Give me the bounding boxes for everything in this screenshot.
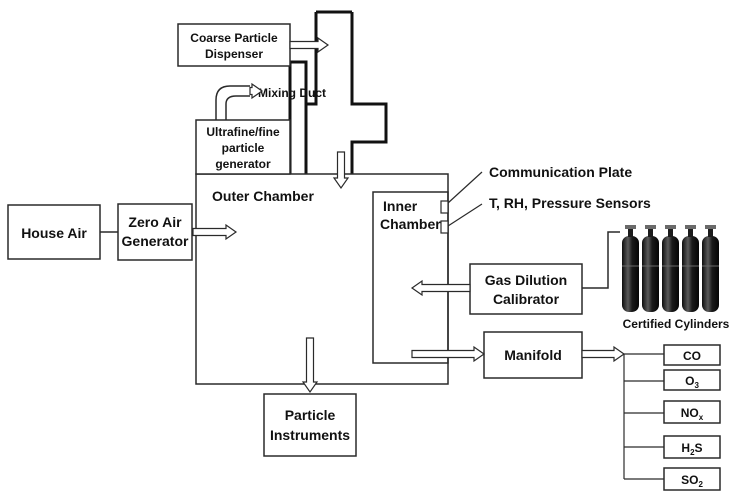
particle-instruments-box bbox=[263, 393, 357, 457]
zero-air-label-2: Generator bbox=[122, 233, 189, 249]
communication-plate-port bbox=[440, 200, 449, 214]
duct-to-chamber-arrow bbox=[332, 151, 350, 190]
gas-o3-label: O3 bbox=[685, 374, 699, 390]
gas-cylinder-icon bbox=[682, 225, 699, 312]
coarse-to-duct-arrow bbox=[289, 36, 330, 54]
gas-cylinder-icon bbox=[642, 225, 659, 312]
gas-output-so2: SO2 bbox=[663, 467, 721, 491]
gas-dilution-label-1: Gas Dilution bbox=[485, 272, 567, 288]
gas-output-nox: NOx bbox=[663, 400, 721, 424]
gas-cylinder-icon bbox=[702, 225, 719, 312]
particle-instruments-label-1: Particle bbox=[285, 407, 336, 423]
gas-output-co: CO bbox=[663, 344, 721, 366]
house-air-label: House Air bbox=[21, 225, 87, 241]
communication-plate-label: Communication Plate bbox=[489, 164, 632, 180]
inner-chamber-box bbox=[372, 191, 449, 364]
sensor-leader bbox=[447, 203, 483, 227]
ultrafine-generator-box bbox=[195, 119, 291, 175]
sensor-port bbox=[440, 220, 449, 234]
chamber-to-particle-instruments-arrow bbox=[301, 337, 319, 394]
coarse-label-1: Coarse Particle bbox=[190, 31, 278, 45]
manifold-label: Manifold bbox=[504, 347, 562, 363]
gas-cylinder-icon bbox=[622, 225, 639, 312]
calibrator-to-inner-chamber-arrow bbox=[410, 279, 471, 297]
certified-cylinders-label: Certified Cylinders bbox=[623, 317, 730, 331]
gas-co-label: CO bbox=[683, 349, 701, 363]
certified-cylinders-group bbox=[622, 225, 719, 312]
zero-air-to-outer-chamber-arrow bbox=[192, 223, 238, 241]
flow-arrows bbox=[192, 36, 626, 394]
coarse-label-2: Dispenser bbox=[205, 47, 263, 61]
gas-cylinder-icon bbox=[662, 225, 679, 312]
gas-dilution-box bbox=[469, 263, 583, 315]
mixing-duct-outline bbox=[288, 10, 388, 174]
gas-so2-label: SO2 bbox=[681, 473, 703, 489]
ultrafine-label-2: particle bbox=[222, 141, 265, 155]
ultrafine-to-duct-arrow bbox=[249, 82, 264, 100]
inner-chamber-label-2: Chamber bbox=[380, 216, 441, 232]
inner-chamber-to-manifold-arrow bbox=[411, 345, 486, 363]
zero-air-box bbox=[117, 203, 193, 261]
gas-nox-label: NOx bbox=[681, 406, 704, 422]
gas-h2s-label: H2S bbox=[681, 441, 702, 457]
zero-air-label-1: Zero Air bbox=[128, 214, 182, 230]
gas-cylinder-icon-set bbox=[622, 225, 719, 312]
particle-instruments-label-2: Instruments bbox=[270, 427, 350, 443]
house-air-box bbox=[7, 204, 101, 260]
mixing-duct-label: Mixing Duct bbox=[258, 86, 326, 100]
ultrafine-tube bbox=[215, 85, 250, 120]
inner-chamber-label-1: Inner bbox=[383, 198, 418, 214]
outer-chamber-label: Outer Chamber bbox=[212, 188, 314, 204]
ultrafine-label-1: Ultrafine/fine bbox=[206, 125, 280, 139]
ultrafine-label-3: generator bbox=[215, 157, 271, 171]
communication-plate-leader bbox=[447, 171, 483, 204]
manifold-distribution-lines bbox=[623, 353, 664, 480]
manifold-to-gases-arrow bbox=[581, 345, 626, 363]
sensors-label: T, RH, Pressure Sensors bbox=[489, 195, 651, 211]
coarse-dispenser-box bbox=[177, 23, 291, 67]
gas-dilution-label-2: Calibrator bbox=[493, 291, 560, 307]
cylinder-gas-line bbox=[582, 231, 620, 289]
gas-output-h2s: H2S bbox=[663, 435, 721, 459]
gas-output-o3: O3 bbox=[663, 369, 721, 391]
